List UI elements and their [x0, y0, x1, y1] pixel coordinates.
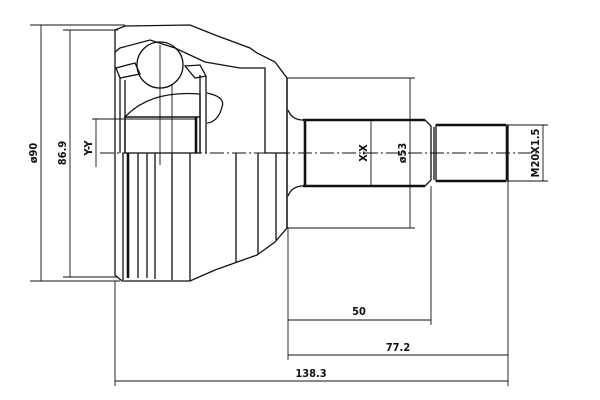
extension-lines — [30, 24, 548, 386]
label-thread: M20X1.5 — [529, 128, 542, 177]
dimension-lines — [40, 25, 544, 382]
shaft — [286, 78, 509, 228]
housing-section — [92, 24, 288, 165]
label-overall-length: 138.3 — [295, 367, 326, 380]
label-shaft-diameter: ø53 — [396, 143, 409, 164]
label-stub-length: 77.2 — [386, 341, 411, 354]
label-section-x: X-X — [357, 144, 370, 162]
housing-exterior — [114, 153, 288, 282]
label-outer-diameter: ø90 — [27, 143, 40, 164]
label-section-y: Y-Y — [82, 140, 95, 157]
label-shaft-length: 50 — [352, 305, 366, 318]
label-bell-diameter: 86.9 — [56, 141, 69, 166]
